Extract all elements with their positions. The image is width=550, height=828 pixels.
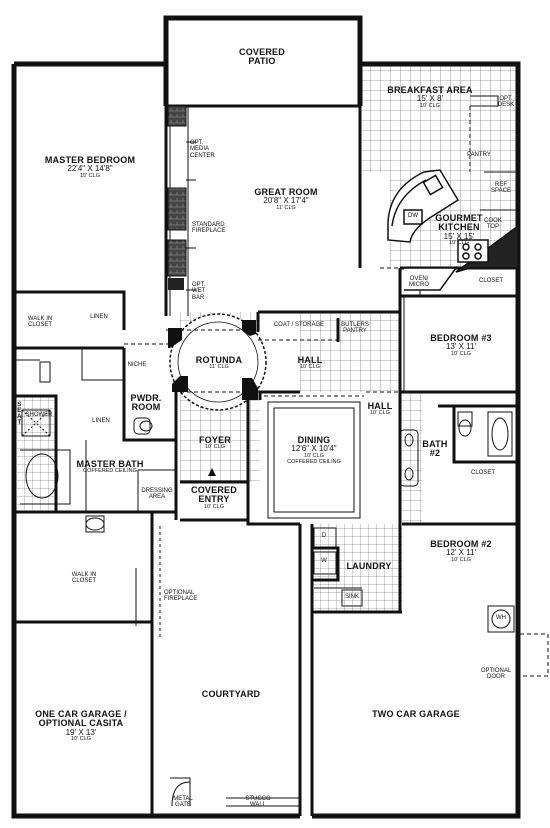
note-sink: SINK — [344, 594, 359, 600]
label-two-car-garage: TWO CAR GARAGE — [372, 709, 460, 719]
label-master-bedroom: MASTER BEDROOM 22'4" X 14'8" 10' CLG — [44, 155, 136, 179]
label-bedroom2: BEDROOM #2 12' X 11' 10' CLG — [430, 539, 492, 563]
kitchen-island — [387, 169, 519, 291]
label-covered-patio: COVERED PATIO — [239, 47, 285, 67]
note-pantry: PANTRY — [467, 152, 491, 158]
label-dining: DINING 12'6" X 10'4" 10' CLG COFFERED CE… — [287, 435, 341, 465]
note-dw: DW — [408, 213, 418, 219]
label-hall-center: HALL 10' CLG — [297, 355, 323, 371]
exterior-walls — [11, 15, 521, 819]
label-gourmet-kitchen: GOURMET KITCHEN 15' X 15' 10' CLG — [435, 213, 483, 247]
note-oven-micro: OVEN/MICRO — [409, 276, 429, 289]
label-foyer: FOYER 10' CLG — [198, 435, 231, 451]
note-water-heater: WH — [496, 615, 506, 621]
note-linen-bath: LINEN — [92, 418, 110, 424]
note-niche: NICHE — [127, 362, 147, 368]
label-covered-entry: COVERED ENTRY 10' CLG — [191, 485, 237, 510]
note-closet-bed3: CLOSET — [478, 278, 503, 284]
note-shower: SHOWER — [25, 412, 53, 418]
label-pwdr-room: PWDR. ROOM — [130, 393, 162, 413]
fireplace-blocks — [167, 105, 187, 290]
label-bath2: BATH #2 — [422, 439, 448, 459]
note-dryer: D — [321, 533, 327, 539]
label-breakfast-area: BREAKFAST AREA 15' X 8' 10' CLG — [387, 85, 473, 109]
note-linen-top: LINEN — [90, 314, 108, 320]
label-great-room: GREAT ROOM 20'8" X 17'4" 11' CLG — [254, 187, 318, 211]
note-seat: SEAT — [16, 402, 23, 426]
note-opt-desk: OPT.DESK — [497, 96, 515, 109]
label-laundry: LAUNDRY — [346, 561, 392, 571]
note-coat-storage: COAT / STORAGE — [273, 322, 325, 328]
detail-lines — [14, 95, 518, 807]
label-rotunda: ROTUNDA 11' CLG — [195, 355, 243, 371]
label-one-car-garage: ONE CAR GARAGE / OPTIONAL CASITA 19' X 1… — [35, 709, 127, 743]
label-master-bath: MASTER BATH COFFERED CEILING — [76, 459, 144, 475]
rotunda-circle — [169, 313, 267, 411]
label-walk-in-closet-bottom: WALK IN CLOSET — [71, 572, 97, 585]
label-bedroom3: BEDROOM #3 13' X 11' 10' CLG — [430, 333, 492, 357]
label-courtyard: COURTYARD — [201, 689, 261, 699]
note-washer: W — [321, 558, 327, 564]
label-walk-in-closet-top: WALK IN CLOSET — [27, 316, 53, 329]
tiled-floor — [17, 66, 516, 612]
note-closet-bath2: CLOSET — [470, 470, 495, 476]
columns — [168, 320, 258, 400]
label-hall-right: HALL 10' CLG — [367, 401, 393, 417]
interior-walls — [14, 100, 518, 816]
entry-arrow — [208, 468, 216, 476]
